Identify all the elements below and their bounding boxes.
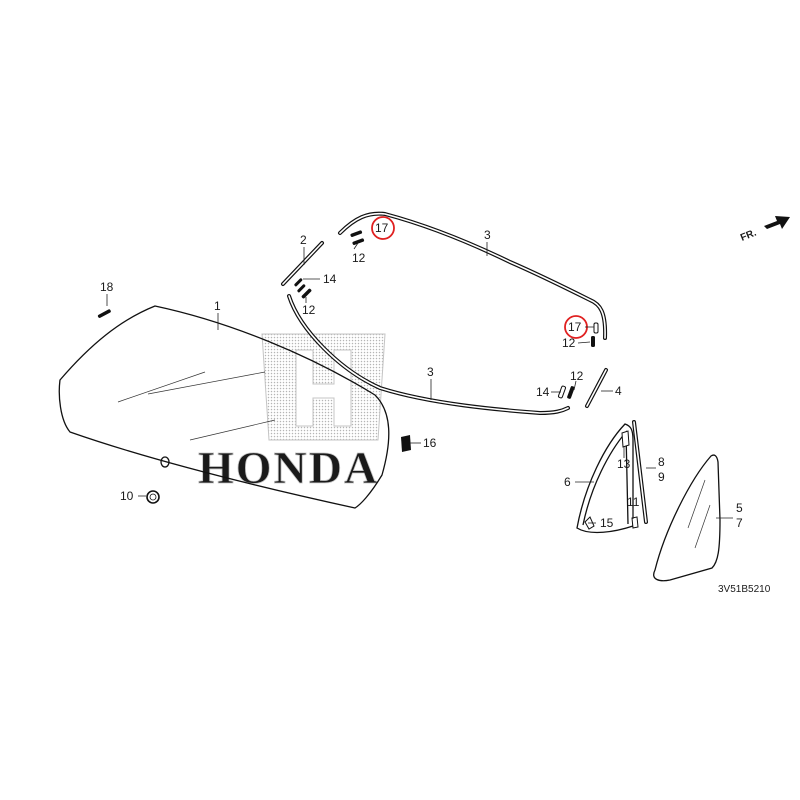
callout-18: 18 — [100, 280, 114, 294]
clip-13 — [621, 430, 630, 448]
arrow-right-icon — [764, 216, 790, 229]
callout-12-d: 12 — [570, 369, 584, 383]
front-direction-label: FR. — [739, 227, 758, 243]
callout-4: 4 — [615, 384, 622, 398]
callout-1: 1 — [214, 299, 221, 313]
quarter-glass — [653, 454, 721, 582]
quarter-vertical-molding — [632, 420, 648, 524]
callout-7: 7 — [736, 516, 743, 530]
callout-13: 13 — [617, 457, 631, 471]
highlight-circle-17-a — [371, 216, 395, 240]
callout-3-bottom: 3 — [427, 365, 434, 379]
honda-wordmark: HONDA — [198, 442, 379, 493]
callout-14-b: 14 — [536, 385, 550, 399]
clip-14-a2 — [297, 284, 306, 293]
callout-17-a: 17 — [375, 221, 389, 235]
callout-11: 11 — [627, 495, 640, 509]
honda-watermark: HONDA — [198, 333, 386, 493]
clip-12-b — [301, 288, 312, 299]
callout-14-a: 14 — [323, 272, 337, 286]
callout-8: 8 — [658, 455, 665, 469]
callout-9: 9 — [658, 470, 665, 484]
clip-14-b — [557, 385, 567, 399]
clip-14-a — [294, 278, 303, 287]
highlight-markers — [371, 216, 588, 339]
clip-16 — [401, 435, 411, 452]
clip-12-c — [591, 336, 595, 347]
callout-2: 2 — [300, 233, 307, 247]
callout-12-c: 12 — [562, 336, 576, 350]
callout-17-b: 17 — [568, 320, 582, 334]
clip-11 — [631, 516, 639, 529]
diagram-code: 3V51B5210 — [718, 584, 771, 595]
callout-5: 5 — [736, 501, 743, 515]
leader-lines — [106, 242, 733, 524]
front-direction-indicator: FR. — [739, 216, 790, 244]
rear-windshield-glass — [58, 305, 390, 509]
wiper-hole — [160, 456, 170, 468]
lower-windshield-molding — [287, 294, 570, 416]
callout-labels: 1 2 3 3 4 5 6 7 8 9 10 11 12 12 12 12 13… — [100, 221, 743, 530]
upper-windshield-molding — [338, 211, 608, 340]
left-side-molding-strip — [281, 241, 324, 286]
callout-10: 10 — [120, 489, 134, 503]
callout-3-top: 3 — [484, 228, 491, 242]
clip-12-a — [350, 230, 363, 237]
right-side-molding-strip — [585, 368, 608, 408]
grommet-10 — [146, 490, 160, 504]
callout-6: 6 — [564, 475, 571, 489]
clip-12-d — [567, 386, 575, 399]
clip-18 — [97, 309, 111, 318]
fasteners — [97, 230, 639, 530]
callout-15: 15 — [600, 516, 614, 530]
clip-17-b — [593, 322, 599, 334]
callout-16: 16 — [423, 436, 437, 450]
callout-12-b: 12 — [302, 303, 316, 317]
h-emblem-icon — [261, 333, 386, 441]
callout-12-a: 12 — [352, 251, 366, 265]
clip-12-a2 — [352, 238, 365, 245]
